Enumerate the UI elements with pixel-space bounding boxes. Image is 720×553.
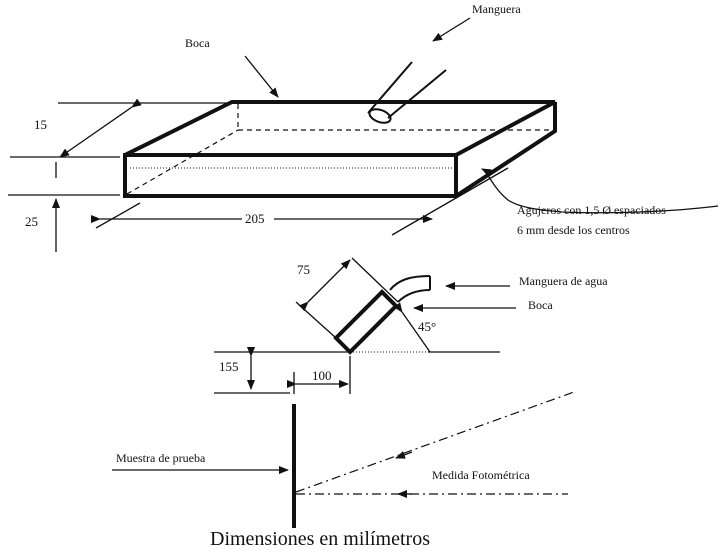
box-nozzle	[123, 100, 557, 198]
agujeros-leader	[485, 171, 719, 214]
caption: Dimensiones en milímetros	[210, 528, 430, 550]
ext-line-205-left	[95, 202, 141, 229]
dim-205-text: 205	[245, 211, 265, 226]
angle-leader	[393, 302, 431, 353]
agujeros-arrow	[481, 168, 493, 177]
dim-25-text: 25	[25, 214, 38, 229]
dim-155-text: 155	[219, 359, 239, 374]
dim-75-text: 75	[297, 262, 310, 277]
dim-15-arrow	[59, 98, 142, 158]
photometric-diag-arrow	[395, 451, 413, 459]
boca-side-label: Boca	[528, 298, 553, 312]
dim-100-text: 100	[312, 368, 332, 383]
ext-line-75	[351, 257, 399, 303]
hose	[367, 61, 447, 124]
side-nozzle	[333, 275, 431, 355]
muestra-label: Muestra de prueba	[116, 451, 206, 465]
angle-label: 45°	[418, 319, 436, 334]
photometric-line-diagonal	[295, 391, 575, 493]
manguera-arrow	[432, 17, 471, 42]
medida-label: Medida Fotométrica	[432, 468, 530, 482]
manguera-label: Manguera	[472, 2, 521, 16]
dim-75-arrow	[298, 259, 351, 312]
agujeros-label-1: Agujeros con 1,5 Ø espaciados	[517, 203, 666, 217]
manguera-agua-label: Manguera de agua	[519, 274, 608, 288]
ext-line-75-b	[295, 301, 337, 339]
dim-205-gap	[242, 210, 274, 226]
boca-top-arrow	[244, 55, 279, 98]
boca-top-label: Boca	[185, 36, 210, 50]
agujeros-label-2: 6 mm desde los centros	[517, 223, 630, 237]
ext-line-205-right	[391, 167, 509, 236]
dim-15-text: 15	[34, 117, 47, 132]
